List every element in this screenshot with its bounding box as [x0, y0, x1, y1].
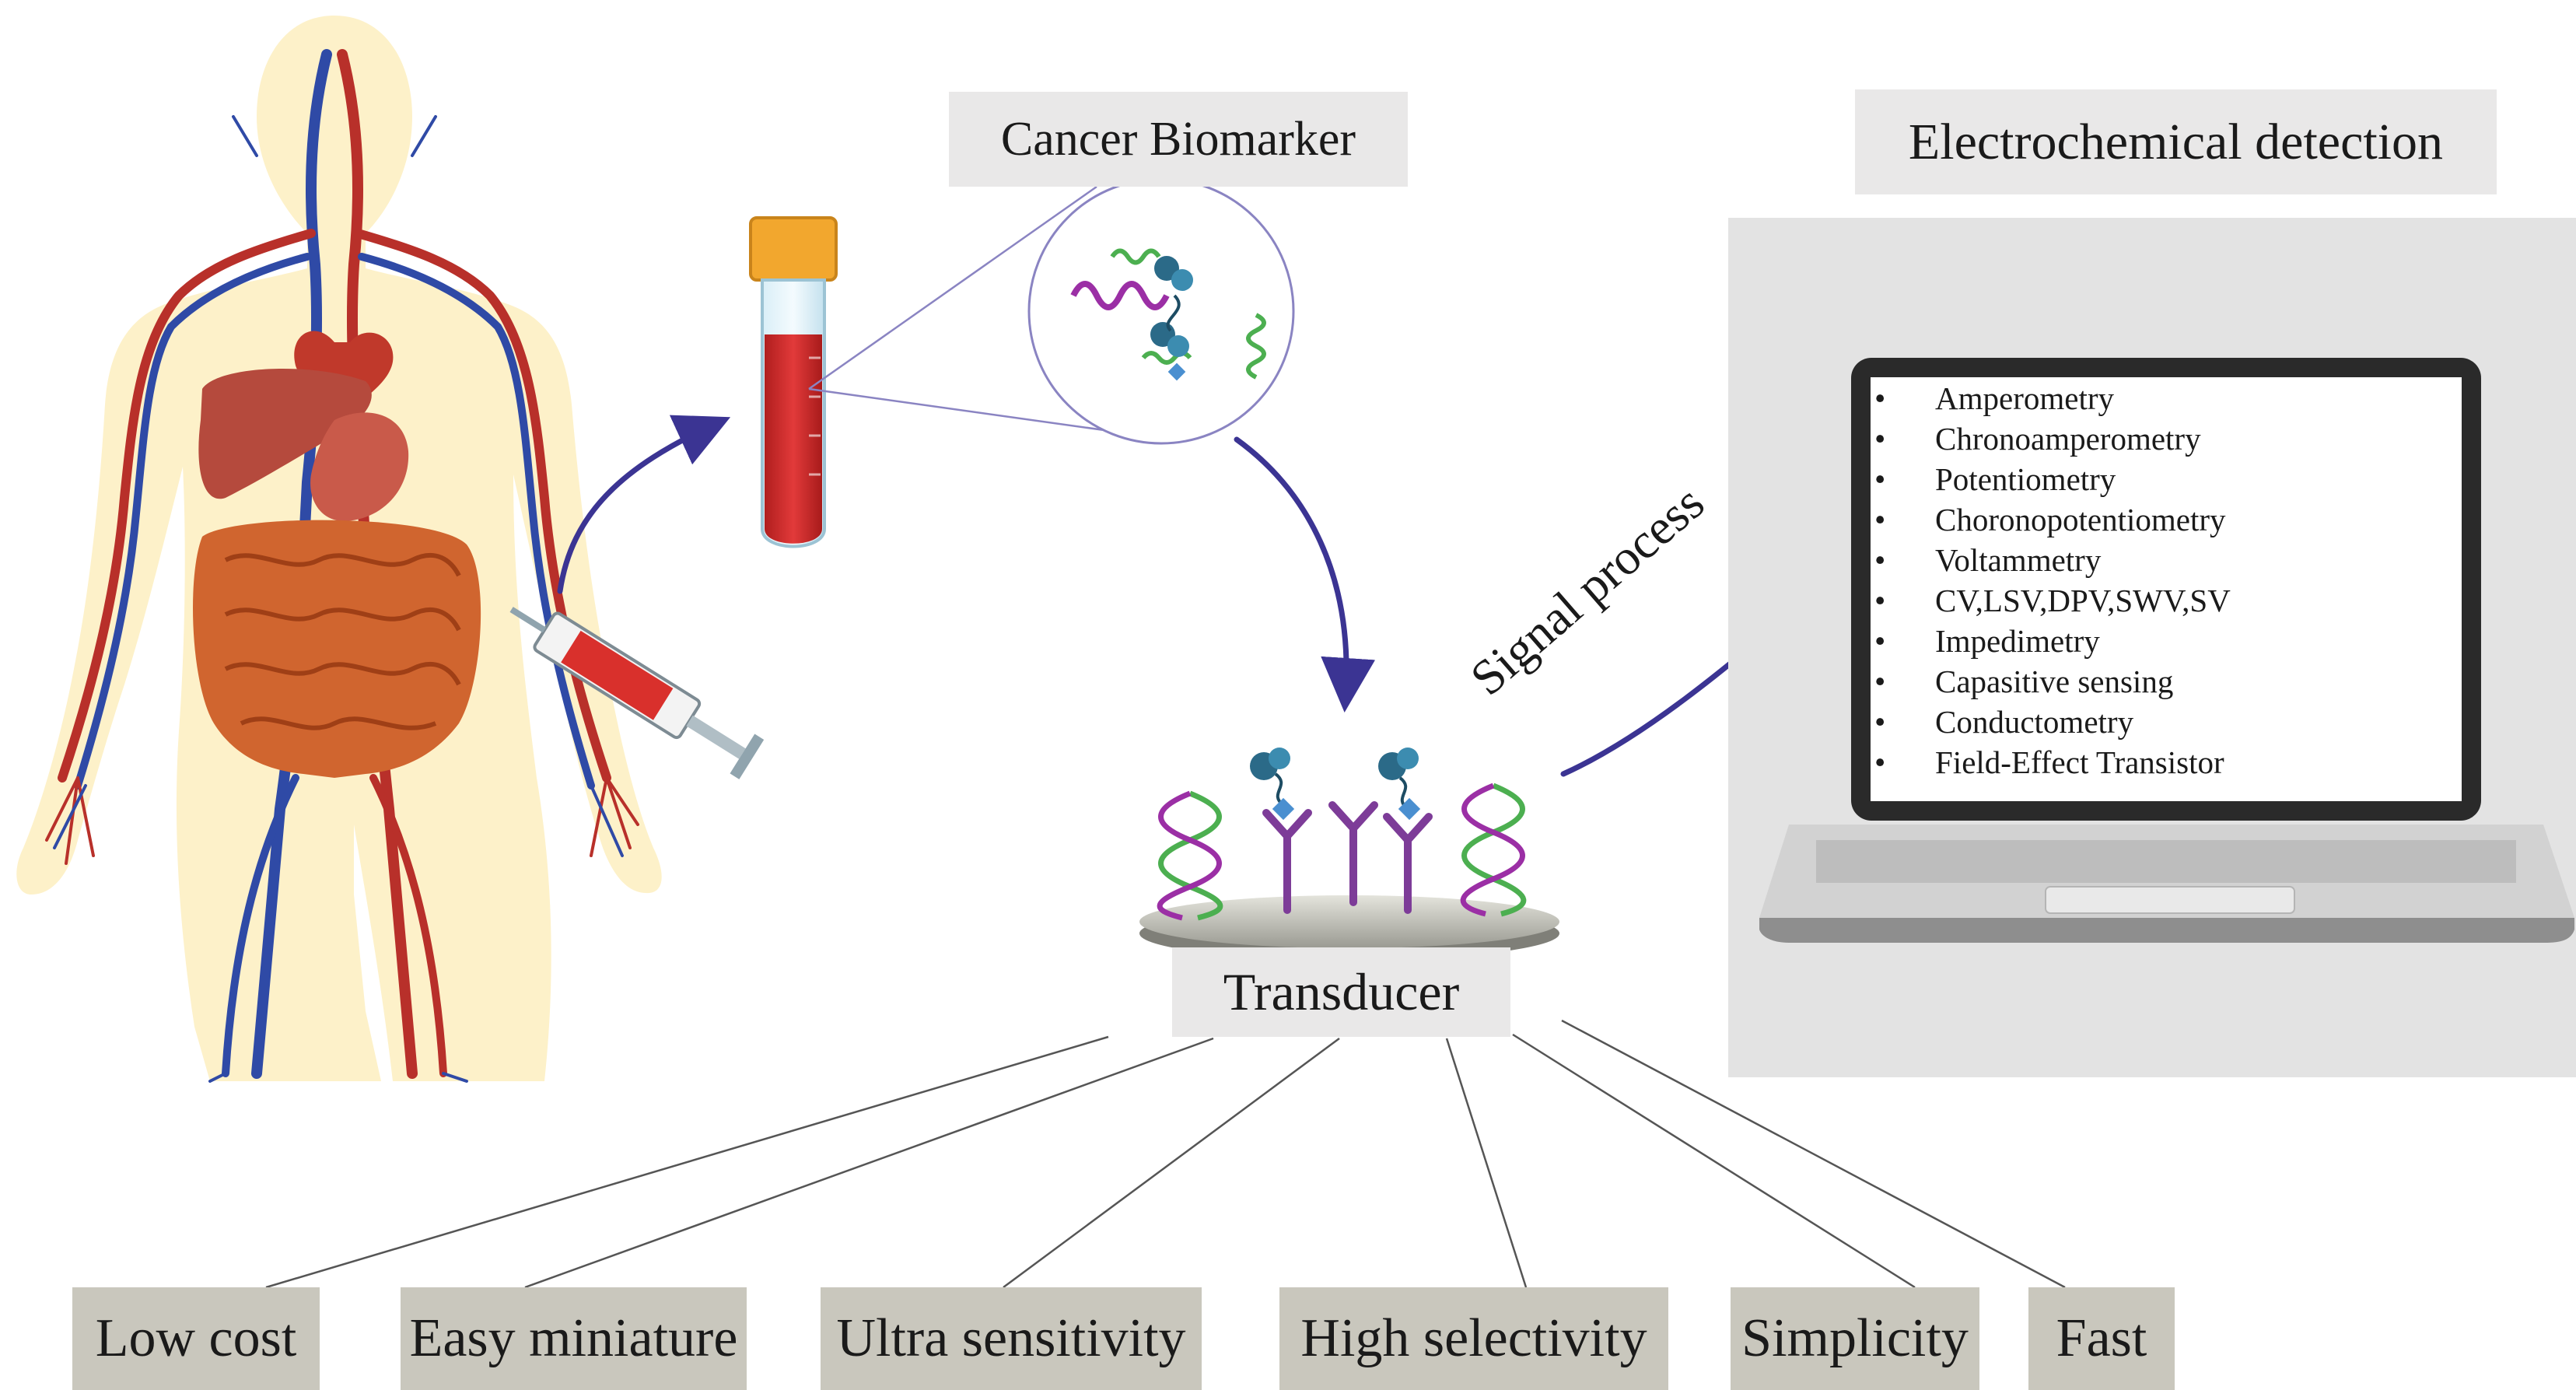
blood-tube-icon: [749, 216, 838, 548]
bullet: •: [1874, 663, 1886, 699]
intestine-icon: [193, 520, 481, 778]
bullet: •: [1874, 623, 1886, 659]
method-label: Amperometry: [1935, 380, 2114, 416]
detection-methods-list: • Amperometry • Chronoamperometry • Potenti…: [1874, 378, 2231, 783]
method-item: • CV,LSV,DPV,SWV,SV: [1874, 580, 2231, 621]
method-label: CV,LSV,DPV,SWV,SV: [1935, 583, 2231, 618]
feature-low-cost: Low cost: [72, 1287, 320, 1390]
bullet: •: [1874, 380, 1886, 416]
feature-high-selectivity: High selectivity: [1279, 1287, 1668, 1390]
method-label: Chronoamperometry: [1935, 421, 2201, 457]
arrow-body-to-tube: [557, 415, 731, 594]
method-item: • Amperometry: [1874, 378, 2231, 418]
laptop-icon: [1759, 358, 2574, 943]
bullet: •: [1874, 704, 1886, 740]
method-label: Field-Effect Transistor: [1935, 744, 2224, 780]
method-item: • Choronopotentiometry: [1874, 499, 2231, 540]
method-item: • Capasitive sensing: [1874, 661, 2231, 702]
method-label: Potentiometry: [1935, 461, 2116, 497]
method-item: • Field-Effect Transistor: [1874, 742, 2231, 783]
electrochemical-detection-label: Electrochemical detection: [1855, 89, 2497, 194]
method-label: Impedimetry: [1935, 623, 2100, 659]
liver-icon: [198, 368, 372, 499]
human-body-illustration: [16, 16, 765, 1083]
stomach-icon: [310, 412, 409, 521]
feature-simplicity: Simplicity: [1731, 1287, 1979, 1390]
feature-fast: Fast: [2028, 1287, 2175, 1390]
method-label: Voltammetry: [1935, 542, 2102, 578]
bullet: •: [1874, 583, 1886, 618]
method-label: Capasitive sensing: [1935, 663, 2174, 699]
method-item: • Voltammetry: [1874, 540, 2231, 580]
bullet: •: [1874, 421, 1886, 457]
syringe-icon: [509, 607, 765, 779]
bullet: •: [1874, 542, 1886, 578]
flow-arrows: [557, 415, 1829, 777]
feature-connectors: [265, 1019, 2066, 1289]
transducer-illustration: [1139, 748, 1559, 960]
bullet: •: [1874, 502, 1886, 537]
method-item: • Chronoamperometry: [1874, 418, 2231, 459]
feature-easy-miniature: Easy miniature: [401, 1287, 747, 1390]
method-item: • Impedimetry: [1874, 621, 2231, 661]
bullet: •: [1874, 461, 1886, 497]
cancer-biomarker-label: Cancer Biomarker: [949, 92, 1408, 187]
bullet: •: [1874, 744, 1886, 780]
feature-ultra-sensitivity: Ultra sensitivity: [821, 1287, 1202, 1390]
method-label: Choronopotentiometry: [1935, 502, 2226, 537]
transducer-label: Transducer: [1172, 947, 1510, 1037]
arrow-biomarker-to-transducer: [1234, 436, 1376, 713]
zoom-callout: [808, 177, 1295, 445]
method-label: Conductometry: [1935, 704, 2134, 740]
method-item: • Conductometry: [1874, 702, 2231, 742]
method-item: • Potentiometry: [1874, 459, 2231, 499]
